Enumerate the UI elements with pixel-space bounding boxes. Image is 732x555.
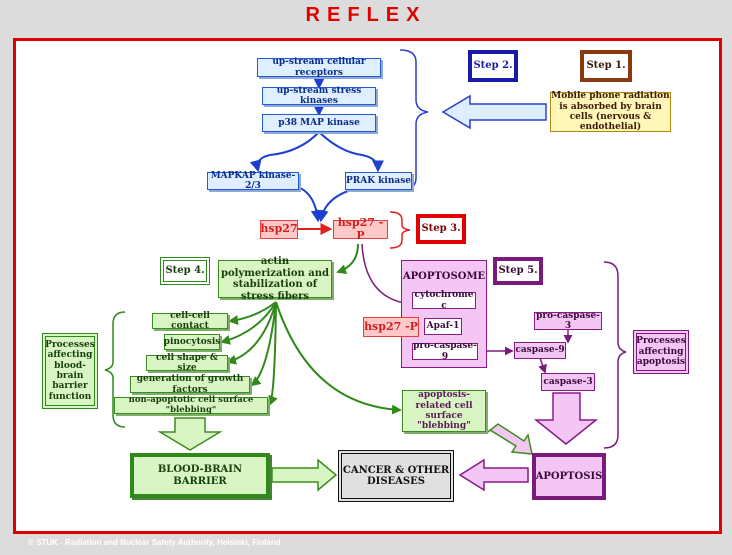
- apoptosis-outcome-box: APOPTOSIS: [532, 453, 606, 500]
- blebbing-hollow-arrow: [487, 423, 533, 455]
- bbb-to-cancer-arrow: [271, 458, 338, 492]
- apoptosome-title: APOPTOSOME: [402, 271, 486, 282]
- hsp27-box: hsp27: [260, 220, 298, 239]
- cytochrome-box: cytochrome c: [412, 290, 476, 311]
- apoptosis-processes-label: Processes affecting apoptosis: [633, 330, 689, 374]
- step2-bracket: [399, 49, 429, 191]
- apoptosis-to-cancer-arrow: [458, 458, 529, 492]
- step5-label: Step 5.: [493, 257, 543, 285]
- apoptotic-blebbing-box: apoptosis-related cell surface "blebbing…: [402, 390, 486, 432]
- step4-label: Step 4.: [160, 257, 210, 285]
- step1-label: Step 1.: [580, 50, 632, 82]
- actin-box: actin polymerization and stabilization o…: [218, 256, 332, 302]
- apoptosis-bracket: [603, 261, 627, 449]
- bbb-hollow-arrow: [157, 417, 223, 451]
- mapkap-box: MAPKAP kinase-2/3: [207, 171, 299, 191]
- bbb-processes-label: Processes affecting blood-brain barrier …: [42, 333, 98, 409]
- radiation-arrow: [441, 94, 547, 130]
- step3-label: Step 3.: [416, 214, 466, 244]
- hsp27p-box: hsp27 -P: [333, 216, 388, 241]
- hsp27p-apoptosome-box: hsp27 -P: [363, 317, 419, 337]
- process-cell-cell-contact: cell-cell contact: [152, 311, 228, 331]
- radiation-box: Mobile phone radiation is absorbed by br…: [550, 91, 671, 133]
- bbb-bracket: [104, 311, 126, 428]
- process-growth-factors: generation of growth factors: [130, 374, 250, 395]
- procaspase9-box: pro-caspase-9: [412, 341, 478, 362]
- prak-box: PRAK kinase: [345, 172, 412, 190]
- p38-box: p38 MAP kinase: [262, 114, 376, 132]
- caspase9-box: caspase-9: [514, 342, 566, 359]
- process-cell-shape: cell shape & size: [146, 353, 228, 373]
- procaspase3-box: pro-caspase-3: [534, 311, 602, 331]
- caspase-hollow-arrow: [533, 392, 599, 445]
- actin-arrows: [220, 243, 402, 415]
- receptors-box: up-stream cellular receptors: [257, 57, 381, 78]
- diagram-title: REFLEX: [305, 4, 427, 26]
- apaf1-box: Apaf-1: [424, 318, 462, 335]
- process-non-apoptotic-blebbing: non-apoptotic cell surface "blebbing": [114, 395, 268, 414]
- process-pinocytosis: pinocytosis: [164, 334, 220, 350]
- step2-label: Step 2.: [468, 50, 518, 82]
- bbb-outcome-box: BLOOD-BRAIN BARRIER: [130, 453, 270, 498]
- cancer-outcome-box: CANCER & OTHER DISEASES: [338, 450, 454, 502]
- step3-bracket: [389, 211, 411, 249]
- stress-kinases-box: up-stream stress kinases: [262, 86, 376, 106]
- footer-copyright: © STUK - Radiation and Nuclear Safety Au…: [28, 538, 281, 547]
- caspase3-box: caspase-3: [541, 373, 595, 391]
